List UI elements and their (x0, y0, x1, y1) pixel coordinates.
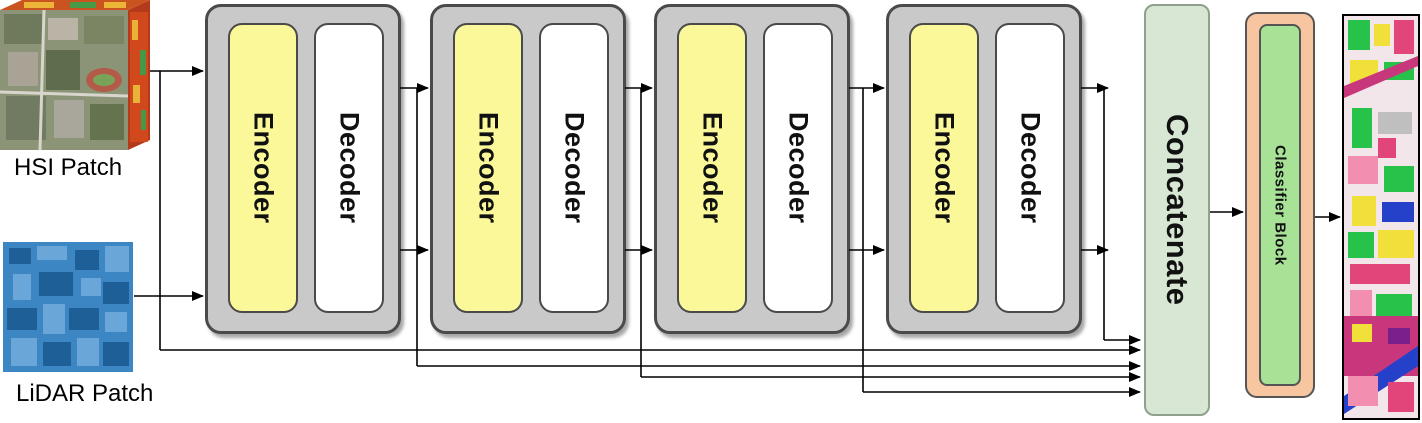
stage-4-decoder: Decoder (995, 23, 1065, 313)
hsi-patch-label: HSI Patch (14, 154, 123, 181)
concatenate-label: Concatenate (1160, 114, 1195, 306)
stage-2-block: Encoder Decoder (430, 4, 626, 334)
stage-4-encoder-label: Encoder (929, 112, 960, 224)
stage-3-encoder-label: Encoder (697, 112, 728, 224)
stage-2-decoder-label: Decoder (559, 112, 590, 224)
stage-1-encoder: Encoder (228, 23, 298, 313)
stage-2-encoder: Encoder (453, 23, 523, 313)
hsi-patch-image (0, 0, 150, 150)
stage-1-encoder-label: Encoder (248, 112, 279, 224)
stage-1-decoder-label: Decoder (334, 112, 365, 224)
stage-1-block: Encoder Decoder (205, 4, 401, 334)
concatenate-block: Concatenate (1144, 4, 1210, 416)
stage-3-decoder-label: Decoder (783, 112, 814, 224)
stage-4-block: Encoder Decoder (886, 4, 1082, 334)
stage-2-decoder: Decoder (539, 23, 609, 313)
stage-4-encoder: Encoder (909, 23, 979, 313)
lidar-patch-image (3, 242, 133, 372)
classifier-inner: Classifier Block (1259, 24, 1301, 386)
stage-3-decoder: Decoder (763, 23, 833, 313)
stage-3-encoder: Encoder (677, 23, 747, 313)
classifier-label: Classifier Block (1271, 144, 1289, 266)
stage-3-block: Encoder Decoder (654, 4, 850, 334)
stage-4-decoder-label: Decoder (1015, 112, 1046, 224)
output-classification-map (1342, 14, 1420, 420)
lidar-patch-label: LiDAR Patch (16, 380, 154, 407)
stage-1-decoder: Decoder (314, 23, 384, 313)
stage-2-encoder-label: Encoder (473, 112, 504, 224)
classifier-block: Classifier Block (1245, 12, 1315, 398)
